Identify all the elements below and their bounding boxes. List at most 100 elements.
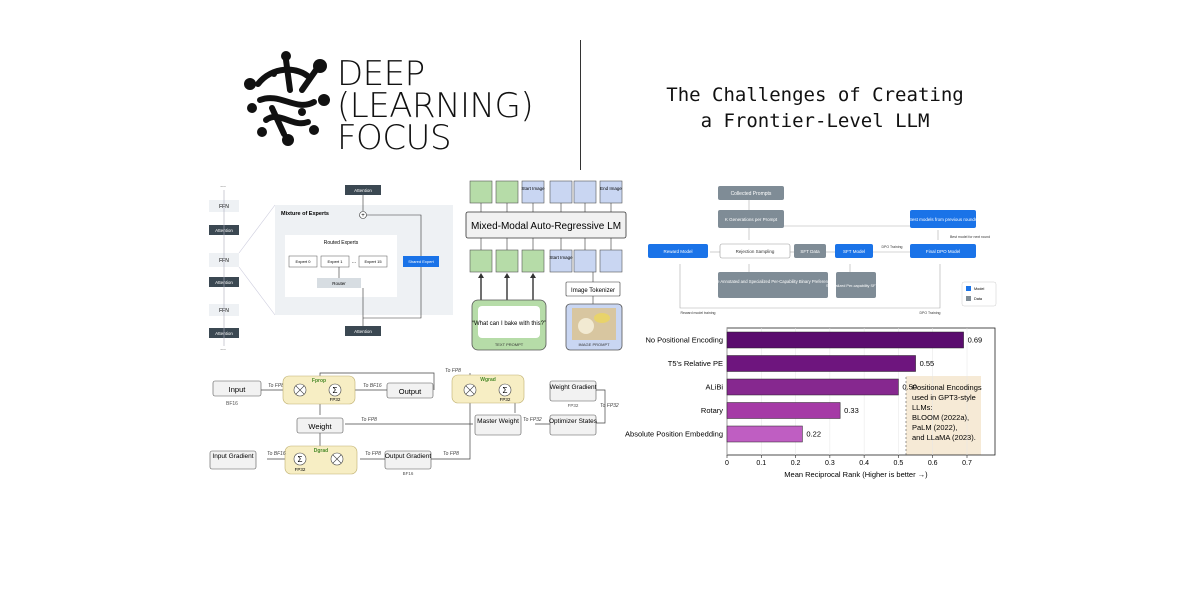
weight-label: Weight xyxy=(308,422,332,431)
dgrad-label: Dgrad xyxy=(314,448,328,454)
moe-expert-label: Expert 0 xyxy=(296,259,312,264)
chart-category-label: T5's Relative PE xyxy=(668,359,723,368)
input-token-green xyxy=(469,249,493,273)
fp8-input-to-fp8: To FP8 xyxy=(268,383,284,389)
sft-model-label: SFT Model xyxy=(843,249,865,254)
chart-annotation-line: Positional Encodings xyxy=(912,383,982,392)
text-prompt-text: “What can I bake with this?” xyxy=(472,321,546,327)
moe-expert-label: Expert 15 xyxy=(364,259,382,264)
chart-bar xyxy=(726,402,841,419)
page-title-line-1: The Challenges of Creating xyxy=(666,84,964,106)
best-models-label: Best models from previous rounds xyxy=(909,217,978,222)
dpo-training-label: DPO Training xyxy=(881,245,902,249)
moe-dots-top: ... xyxy=(220,182,226,189)
specialized-sft-label: Specialized Per-capability SFT data xyxy=(826,284,887,288)
fprop-label: Fprop xyxy=(312,378,326,384)
wgrad-to-fp8-top: To FP8 xyxy=(445,368,461,374)
chart-value-label: 0.50 xyxy=(902,383,917,392)
weight-to-fp8: To FP8 xyxy=(361,417,377,423)
sft-data-label: SFT Data xyxy=(800,249,820,254)
specialized-sft-box xyxy=(836,272,876,298)
moe-dots-bottom: ... xyxy=(220,345,226,352)
moe-expert-ellipsis: ... xyxy=(352,259,356,265)
svg-text:Σ: Σ xyxy=(333,386,338,395)
moe-expert-label: Expert 1 xyxy=(328,259,344,264)
chart-tick-label: 0.5 xyxy=(894,460,904,467)
input-token-blue xyxy=(573,249,597,273)
wgrad-sum-icon xyxy=(498,383,512,397)
moe-expert-box xyxy=(288,255,318,268)
fp8-output-label: Output xyxy=(399,387,422,396)
output-end-image-token xyxy=(599,180,623,204)
master-weight-label: Master Weight xyxy=(477,418,519,425)
output-token-green xyxy=(495,180,519,204)
legend-model-label: Model xyxy=(974,287,984,291)
final-dpo-label: Final DPO Model xyxy=(926,249,960,254)
fprop-sum-icon xyxy=(328,383,342,397)
chart-value-label: 0.22 xyxy=(806,430,821,439)
logo-line-3: FOCUS xyxy=(337,118,452,158)
chart-tick-label: 0.3 xyxy=(825,460,835,467)
input-start-image-label: Start Image xyxy=(549,255,573,260)
optimizer-states-label: Optimizer States xyxy=(549,418,598,425)
output-end-image-label: End Image xyxy=(600,186,622,191)
chart-tick-label: 0.6 xyxy=(928,460,938,467)
dgrad-to-fp8: To FP8 xyxy=(365,451,381,457)
pairwise-data-box xyxy=(718,272,828,298)
fprop-box xyxy=(282,375,356,405)
image-prompt-label: IMAGE PROMPT xyxy=(578,342,610,347)
k-generations-label: K Generations per Prompt xyxy=(725,217,778,222)
weight-gradient-box xyxy=(549,380,597,402)
moe-title: Mixture of Experts xyxy=(281,211,329,217)
input-gradient-label: Input Gradient xyxy=(212,453,253,460)
chart-annotation-line: and LLaMA (2023). xyxy=(912,433,976,442)
svg-text:Σ: Σ xyxy=(298,455,303,464)
chart-annotation-line: LLMs: xyxy=(912,403,932,412)
fp8-input-box xyxy=(212,380,262,397)
input-gradient-box xyxy=(209,450,257,470)
wgrad-fp32: FP32 xyxy=(500,397,511,402)
text-prompt-label: TEXT PROMPT xyxy=(495,342,524,347)
page-title: The Challenges of Creating a Frontier-Le… xyxy=(640,82,990,134)
dgrad-sum-icon xyxy=(293,452,307,466)
collected-prompts-label: Collected Prompts xyxy=(731,191,772,197)
chart-tick-label: 0.7 xyxy=(962,460,972,467)
chart-bar xyxy=(726,378,899,396)
chart-value-label: 0.69 xyxy=(968,336,983,345)
reward-model-label: Reward Model xyxy=(663,249,692,254)
chart-bar xyxy=(726,425,803,443)
moe-routed-title: Routed Experts xyxy=(324,240,359,246)
logo-line-2: (LEARNING) xyxy=(337,86,534,126)
legend-data-swatch xyxy=(966,296,971,301)
sft-model-box xyxy=(835,244,873,258)
page-title-line-2: a Frontier-Level LLM xyxy=(700,110,930,132)
weight-box xyxy=(296,417,344,434)
input-token-blue xyxy=(599,249,623,273)
logo-text: DEEP (LEARNING) FOCUS xyxy=(337,57,534,158)
dgrad-to-bf16: To BF16 xyxy=(267,451,286,457)
output-token-blue xyxy=(573,180,597,204)
pairwise-data-label: Pairwise Annotated and Specialized Per-C… xyxy=(704,279,843,284)
best-next-label: Best model for next round xyxy=(950,235,990,239)
mixed-modal-lm-title: Mixed-Modal Auto-Regressive LM xyxy=(471,221,621,232)
chart-value-label: 0.55 xyxy=(920,359,935,368)
dpo-training2-label: DPO Training xyxy=(919,311,940,315)
pipeline-diagram: Collected Prompts K Generations per Prom… xyxy=(648,186,997,315)
moe-bottom-attention-label: Attention xyxy=(354,329,372,334)
k-generations-box xyxy=(718,210,784,228)
moe-bottom-attention-box xyxy=(345,326,381,336)
collected-prompts-box xyxy=(718,186,784,200)
master-to-fp32: To FP32 xyxy=(523,417,542,423)
text-prompt-bubble xyxy=(478,306,540,338)
dgrad-fp32: FP32 xyxy=(295,467,306,472)
input-start-image-token xyxy=(549,249,573,273)
weight-gradient-label: Weight Gradient xyxy=(550,384,597,391)
output-start-image-token xyxy=(521,180,545,204)
chart-tick-label: 0.2 xyxy=(791,460,801,467)
fp8-diagram: Input BF16 To FP8 Fprop Σ FP32 To BF16 O… xyxy=(209,368,619,476)
wgrad-to-fp32: To FP32 xyxy=(600,403,619,409)
output-token-green xyxy=(469,180,493,204)
image-tokenizer-label: Image Tokenizer xyxy=(571,288,615,294)
chart-value-label: 0.33 xyxy=(844,406,859,415)
